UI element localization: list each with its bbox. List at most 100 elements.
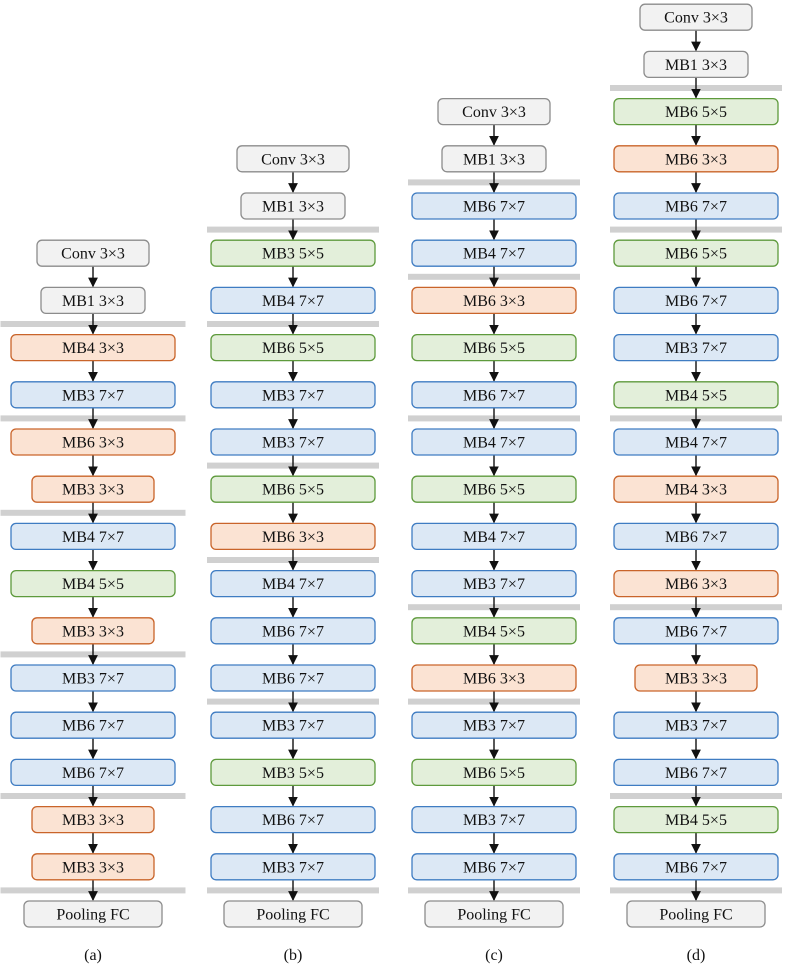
layer-block: MB3 7×7 <box>411 805 577 834</box>
layer-block-box <box>210 805 376 834</box>
layer-block-label: Pooling FC <box>56 907 129 924</box>
layer-block-box <box>210 286 376 315</box>
column-caption: (d) <box>687 947 706 964</box>
layer-block-box <box>10 664 176 692</box>
layer-block-label: MB6 3×3 <box>463 293 525 310</box>
layer-block-label: MB6 3×3 <box>463 671 525 688</box>
layer-block-box <box>613 758 779 787</box>
layer-block-box <box>411 522 577 551</box>
layer-block-label: Pooling FC <box>659 907 732 924</box>
layer-block-label: MB3 7×7 <box>262 435 324 452</box>
layer-block-label: MB4 5×5 <box>62 576 124 593</box>
layer-block-label: MB6 7×7 <box>665 859 727 876</box>
layer-block-box <box>210 569 376 598</box>
layer-block-box <box>441 145 547 173</box>
layer-block: MB6 5×5 <box>210 475 376 503</box>
layer-block-label: MB6 5×5 <box>262 340 324 357</box>
layer-block-box <box>10 381 176 409</box>
layer-block-box <box>639 3 753 31</box>
layer-block: MB3 3×3 <box>31 475 155 503</box>
layer-block-label: MB3 7×7 <box>62 387 124 404</box>
layer-block-label: MB4 7×7 <box>463 529 525 546</box>
layer-block-label: MB3 7×7 <box>665 340 727 357</box>
layer-block-label: MB4 5×5 <box>665 387 727 404</box>
layer-block: MB3 7×7 <box>10 381 176 409</box>
layer-block-box <box>411 711 577 739</box>
layer-block-box <box>31 475 155 503</box>
layer-block-label: Conv 3×3 <box>664 10 728 27</box>
layer-block-box <box>10 711 176 739</box>
layer-block-label: MB1 3×3 <box>463 151 525 168</box>
layer-block: MB6 7×7 <box>613 617 779 645</box>
layer-block-box <box>613 428 779 456</box>
layer-block-label: MB6 7×7 <box>62 718 124 735</box>
layer-block-label: MB6 3×3 <box>665 151 727 168</box>
layer-block: MB3 3×3 <box>31 805 155 834</box>
layer-block-box <box>411 381 577 409</box>
layer-block: MB6 7×7 <box>10 711 176 739</box>
layer-block: MB4 7×7 <box>10 522 176 551</box>
layer-block: MB4 7×7 <box>210 286 376 315</box>
layer-block: MB4 5×5 <box>613 805 779 834</box>
layer-block-box <box>10 333 176 362</box>
layer-block-label: MB3 7×7 <box>463 812 525 829</box>
layer-block-label: MB4 5×5 <box>665 812 727 829</box>
layer-block: MB6 7×7 <box>613 522 779 551</box>
layer-block: MB6 3×3 <box>210 522 376 551</box>
layer-block-label: MB3 7×7 <box>665 718 727 735</box>
layer-block: MB4 7×7 <box>613 428 779 456</box>
layer-block-label: MB4 7×7 <box>62 529 124 546</box>
layer-block-box <box>210 664 376 692</box>
layer-block-box <box>210 239 376 267</box>
layer-block: MB6 7×7 <box>613 758 779 787</box>
layer-block: MB6 7×7 <box>613 853 779 881</box>
layer-block: MB1 3×3 <box>240 192 346 220</box>
layer-block-label: MB3 5×5 <box>262 246 324 263</box>
layer-block-label: MB6 5×5 <box>463 765 525 782</box>
layer-block: Pooling FC <box>223 900 363 928</box>
layer-block-label: Conv 3×3 <box>261 151 325 168</box>
layer-block-box <box>613 286 779 315</box>
layer-block-label: MB4 7×7 <box>262 293 324 310</box>
layer-block-label: MB6 7×7 <box>665 293 727 310</box>
layer-block: MB6 7×7 <box>411 381 577 409</box>
layer-block-box <box>411 758 577 787</box>
layer-block: MB3 3×3 <box>31 853 155 881</box>
layer-block-label: MB3 7×7 <box>262 859 324 876</box>
layer-block: MB3 7×7 <box>613 333 779 362</box>
layer-block: Conv 3×3 <box>236 145 350 173</box>
layer-block-label: MB6 5×5 <box>262 482 324 499</box>
layer-block: MB6 5×5 <box>411 475 577 503</box>
layer-block-box <box>210 381 376 409</box>
layer-block-label: MB4 7×7 <box>665 435 727 452</box>
layer-block: MB3 7×7 <box>411 711 577 739</box>
layer-block-label: MB3 5×5 <box>262 765 324 782</box>
layer-block-box <box>626 900 766 928</box>
layer-block-label: MB6 7×7 <box>665 765 727 782</box>
layer-block-label: MB6 7×7 <box>262 623 324 640</box>
layer-block: MB6 3×3 <box>411 664 577 692</box>
column-caption: (a) <box>84 947 102 964</box>
layer-block-label: MB6 7×7 <box>262 671 324 688</box>
layer-block-box <box>210 853 376 881</box>
layer-block: MB6 5×5 <box>613 239 779 267</box>
layer-block-label: MB4 7×7 <box>463 435 525 452</box>
layer-block: Pooling FC <box>626 900 766 928</box>
layer-block: MB4 5×5 <box>10 569 176 598</box>
layer-block-box <box>613 522 779 551</box>
layer-block-box <box>411 286 577 315</box>
layer-block-box <box>613 569 779 598</box>
layer-block-label: MB6 5×5 <box>665 246 727 263</box>
layer-block-box <box>40 286 146 315</box>
layer-block: MB3 3×3 <box>634 664 758 692</box>
layer-block-box <box>411 853 577 881</box>
layer-block-label: MB6 7×7 <box>665 529 727 546</box>
layer-block-box <box>210 711 376 739</box>
layer-block: MB6 7×7 <box>210 805 376 834</box>
layer-block-label: MB4 3×3 <box>62 340 124 357</box>
